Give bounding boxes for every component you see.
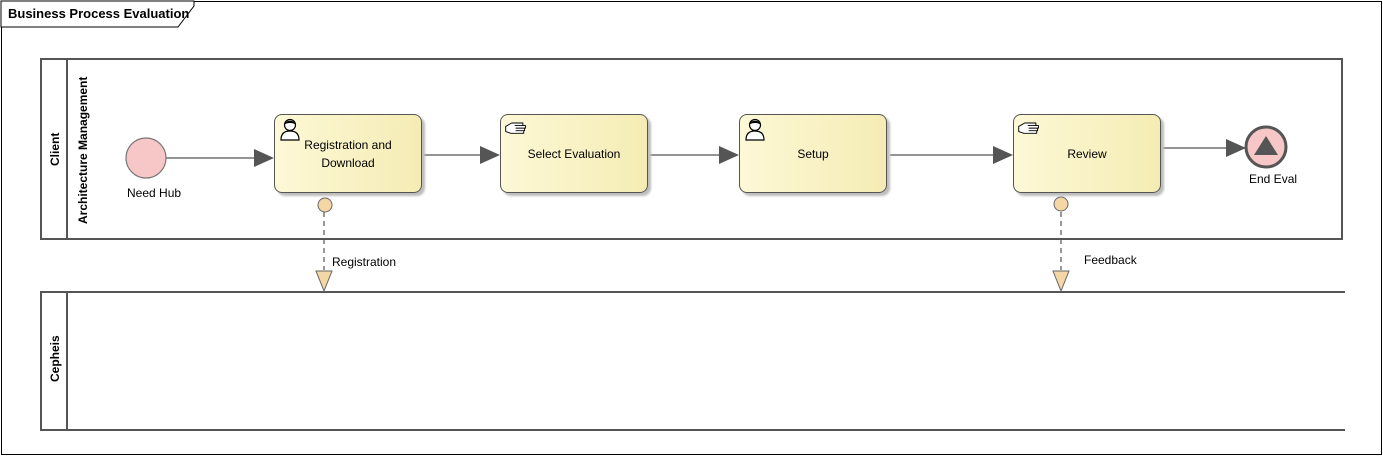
sequence-flow-select-to-setup[interactable]: [650, 146, 739, 164]
pool-client-header-divider: [66, 58, 68, 238]
task-label: Setup: [797, 146, 829, 161]
message-flow-feedback[interactable]: [1052, 196, 1070, 293]
end-event-label: End Eval: [1249, 172, 1298, 186]
start-event-label: Need Hub: [127, 186, 182, 200]
start-event-need-hub[interactable]: [125, 137, 167, 179]
task-label: Select Evaluation: [527, 146, 621, 161]
sequence-flow-registration-to-select[interactable]: [424, 146, 500, 164]
pool-cepheis[interactable]: [40, 291, 1345, 431]
message-flow-registration[interactable]: [315, 197, 333, 293]
title-tab: [0, 0, 195, 28]
task-select-evaluation[interactable]: Select Evaluation: [500, 114, 648, 193]
message-flow-feedback-label: Feedback: [1084, 253, 1137, 267]
user-icon: [280, 118, 300, 141]
escalation-triangle-icon: [1254, 136, 1278, 155]
pool-client-right-edge: [1341, 58, 1343, 238]
diagram-title: Business Process Evaluation: [8, 6, 190, 21]
pool-cepheis-header-divider: [66, 291, 68, 429]
manual-hand-icon: [505, 122, 526, 134]
sequence-flow-review-to-end[interactable]: [1163, 139, 1246, 157]
sequence-flow-start-to-registration[interactable]: [166, 149, 274, 167]
task-setup[interactable]: Setup: [739, 114, 887, 193]
user-icon: [745, 118, 765, 141]
sequence-flow-setup-to-review[interactable]: [890, 146, 1013, 164]
task-review[interactable]: Review: [1013, 114, 1161, 193]
task-registration-and-download[interactable]: Registration and Download: [274, 114, 422, 193]
task-label: Review: [1067, 146, 1107, 161]
end-event-end-eval[interactable]: [1244, 125, 1288, 169]
manual-hand-icon: [1018, 122, 1039, 134]
message-flow-registration-label: Registration: [332, 255, 397, 269]
task-label: Registration and Download: [304, 137, 392, 170]
